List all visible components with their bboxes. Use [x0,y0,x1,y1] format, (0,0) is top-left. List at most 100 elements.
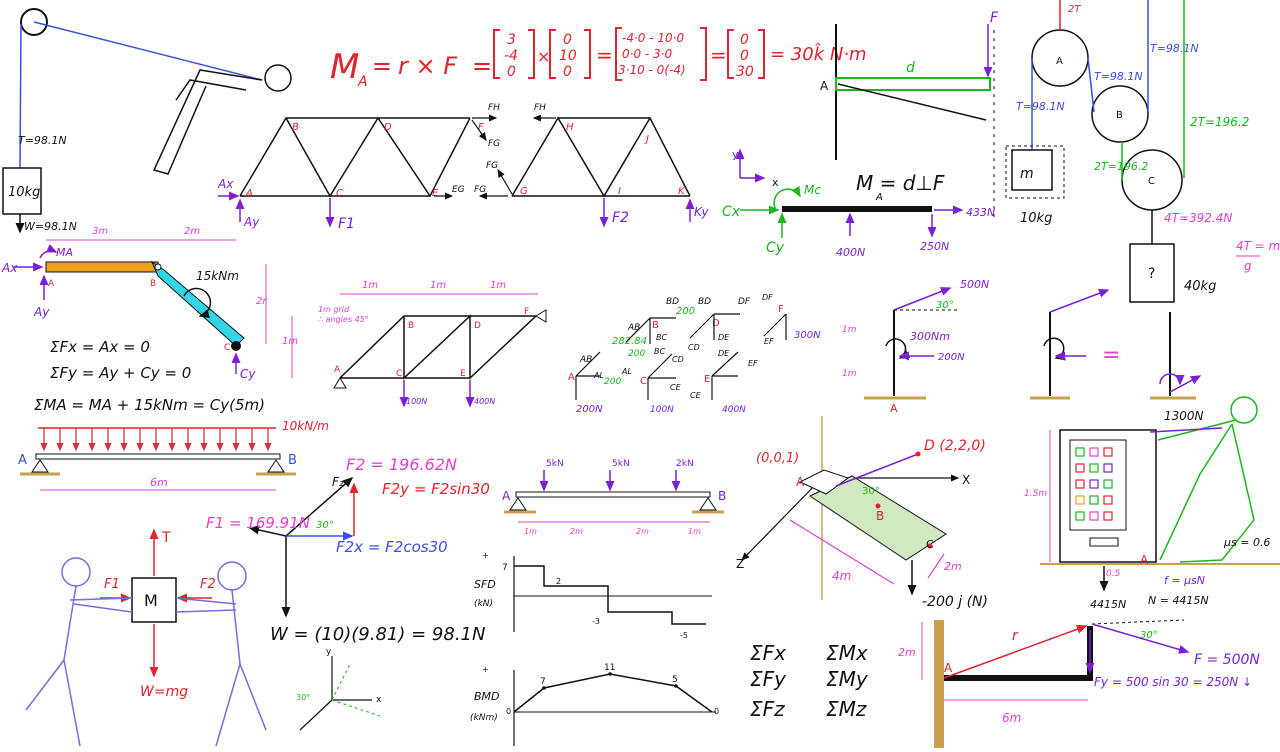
fc-f2: F2 = 196.62N [346,455,457,474]
frame-eq-1: ΣFx = Ax = 0 [50,338,150,356]
r-cross-f: r × F [398,52,458,80]
beam-axis-x: x [772,176,779,189]
t1-joint-b: B [292,122,299,133]
sum-equations: ΣFx ΣFy ΣFz ΣMx ΣMy ΣMz [750,641,869,721]
jm-d: D [712,318,720,329]
sfd-v3: -3 [592,617,600,626]
dist-intensity: 10kN/m [282,419,329,433]
equiv-equals: = [1102,343,1120,368]
fc-f2y: F2y = F2sin30 [382,480,490,498]
truss-3: 1m 1m 1m 1m 1m grid ∴ angles 45° A B C D… [282,280,547,408]
jm-al-2: AL [621,367,632,376]
jm-400n: 400N [722,405,746,415]
frame-dim-3m: 3m [92,226,108,237]
fc-f2-symbol: F₂ [332,475,344,489]
stick-figure-box: M T F1 F2 W=mg [25,528,267,747]
jm-200n: 200N [576,404,603,415]
weight-98: W=98.1N [24,220,77,233]
frame-a: A [48,279,55,289]
jm-val-200-b: 200 [628,349,645,359]
plate-l1: 4m [832,569,851,583]
axes-y: y [326,647,332,657]
pl-span-2: 2m [570,527,583,536]
beam-bar [782,206,932,212]
bmd-v1: 7 [540,677,546,687]
t3-dim-1: 1m [362,280,378,291]
vend-weight: 4415N [1090,598,1126,611]
t1-joint-f: F [478,122,484,133]
t3-f: F [524,307,529,317]
t3-d: D [474,321,481,331]
f-vec-z: 0 [563,64,572,80]
pl-b: B [718,489,726,503]
beam-moment: Mc [804,183,821,197]
jm-e: E [704,374,710,385]
frame-ax: Ax [1,261,18,275]
plate-load: -200 j (N) [922,594,988,610]
sum-fy: ΣFy [750,667,787,691]
equivalence-sketch: = [1030,288,1202,400]
jm-de-2: DE [718,349,730,358]
unknown-mass: ? [1148,266,1155,282]
t2-joint-h: H [566,122,574,133]
eq-sign-1: = [372,52,392,80]
pl-load-3: 2kN [676,459,694,469]
jm-100n: 100N [650,405,674,415]
t2-joint-k: K [678,186,686,197]
jm-cd-1: CD [672,355,684,364]
fc-f1: F1 = 169.91N [206,514,310,532]
joint-method: BD BD DF DF F AB AB BC BC CD CD DE DE EF… [568,293,821,415]
f-vec-x: 0 [563,32,572,48]
frame-dim-2r: 2r [256,296,267,307]
bmd-v0: 0 [506,707,511,716]
ratio-eq: 4T = m [1236,239,1280,253]
lever-force-f: F [990,10,999,26]
frame-eq-3: ΣMA = MA + 15kNm = Cy(5m) [34,396,265,414]
r-vec-x: 3 [507,32,516,48]
beam-axis-y: y [732,148,739,161]
beam-cy: Cy [766,240,785,256]
jm-ab-1: AB [627,323,640,333]
vend-friction: f = μsN [1164,574,1205,587]
bmd-unit: (kNm) [470,713,498,723]
t2-joint-j: J [644,134,649,145]
jm-c: C [640,376,647,387]
dist-a: A [18,453,27,468]
t1-joint-a: A [245,188,253,199]
distributed-load: 10kN/m A B 6m [18,419,329,491]
box-tension: T [161,530,171,546]
fc-f2x: F2x = F2cos30 [336,538,448,556]
known-mass: m [1020,166,1034,182]
sum-fz: ΣFz [750,697,785,721]
frame-cy: Cy [240,367,256,381]
plate-a: A [796,475,805,489]
t3-b: B [408,321,414,331]
jm-a: A [568,372,575,383]
pl-load-1: 5kN [546,459,564,469]
fc-weight: W = (10)(9.81) = 98.1N [270,624,485,645]
moment-symbol: M [330,47,359,87]
tension-4t: 4T=392.4N [1164,211,1232,225]
beam-cx: Cx [722,204,741,220]
bracket-height: 2m [898,646,916,659]
sfd-v2: 2 [556,577,561,586]
frame-eq-2: ΣFy = Ay + Cy = 0 [50,364,191,382]
bracket-sketch: r A 2m 30° F = 500N Fy = 500 sin 30 = 25… [898,619,1260,748]
sum-mz: ΣMz [826,697,867,721]
fc-angle: 30° [316,520,334,531]
post-300nm: 300Nm [910,330,950,343]
tension-2t-top: 2T [1068,4,1081,15]
axes-x: x [376,695,382,705]
vend-push: 1300N [1164,409,1204,423]
t1-eg: EG [452,185,465,195]
t1-joint-e: E [432,188,439,199]
plate-p1: (0,0,1) [756,451,799,466]
t2-fh: FH [534,103,546,113]
bmd-v3: 5 [672,675,678,685]
lever-arm-sketch: A d F M = d⊥F A [820,10,999,220]
t1-joint-c: C [336,188,343,199]
box-weight: W=mg [140,684,188,700]
jm-cd-2: CD [688,343,700,352]
bracket-angle: 30° [1140,630,1158,641]
lever-equation: M = d⊥F [856,171,945,195]
